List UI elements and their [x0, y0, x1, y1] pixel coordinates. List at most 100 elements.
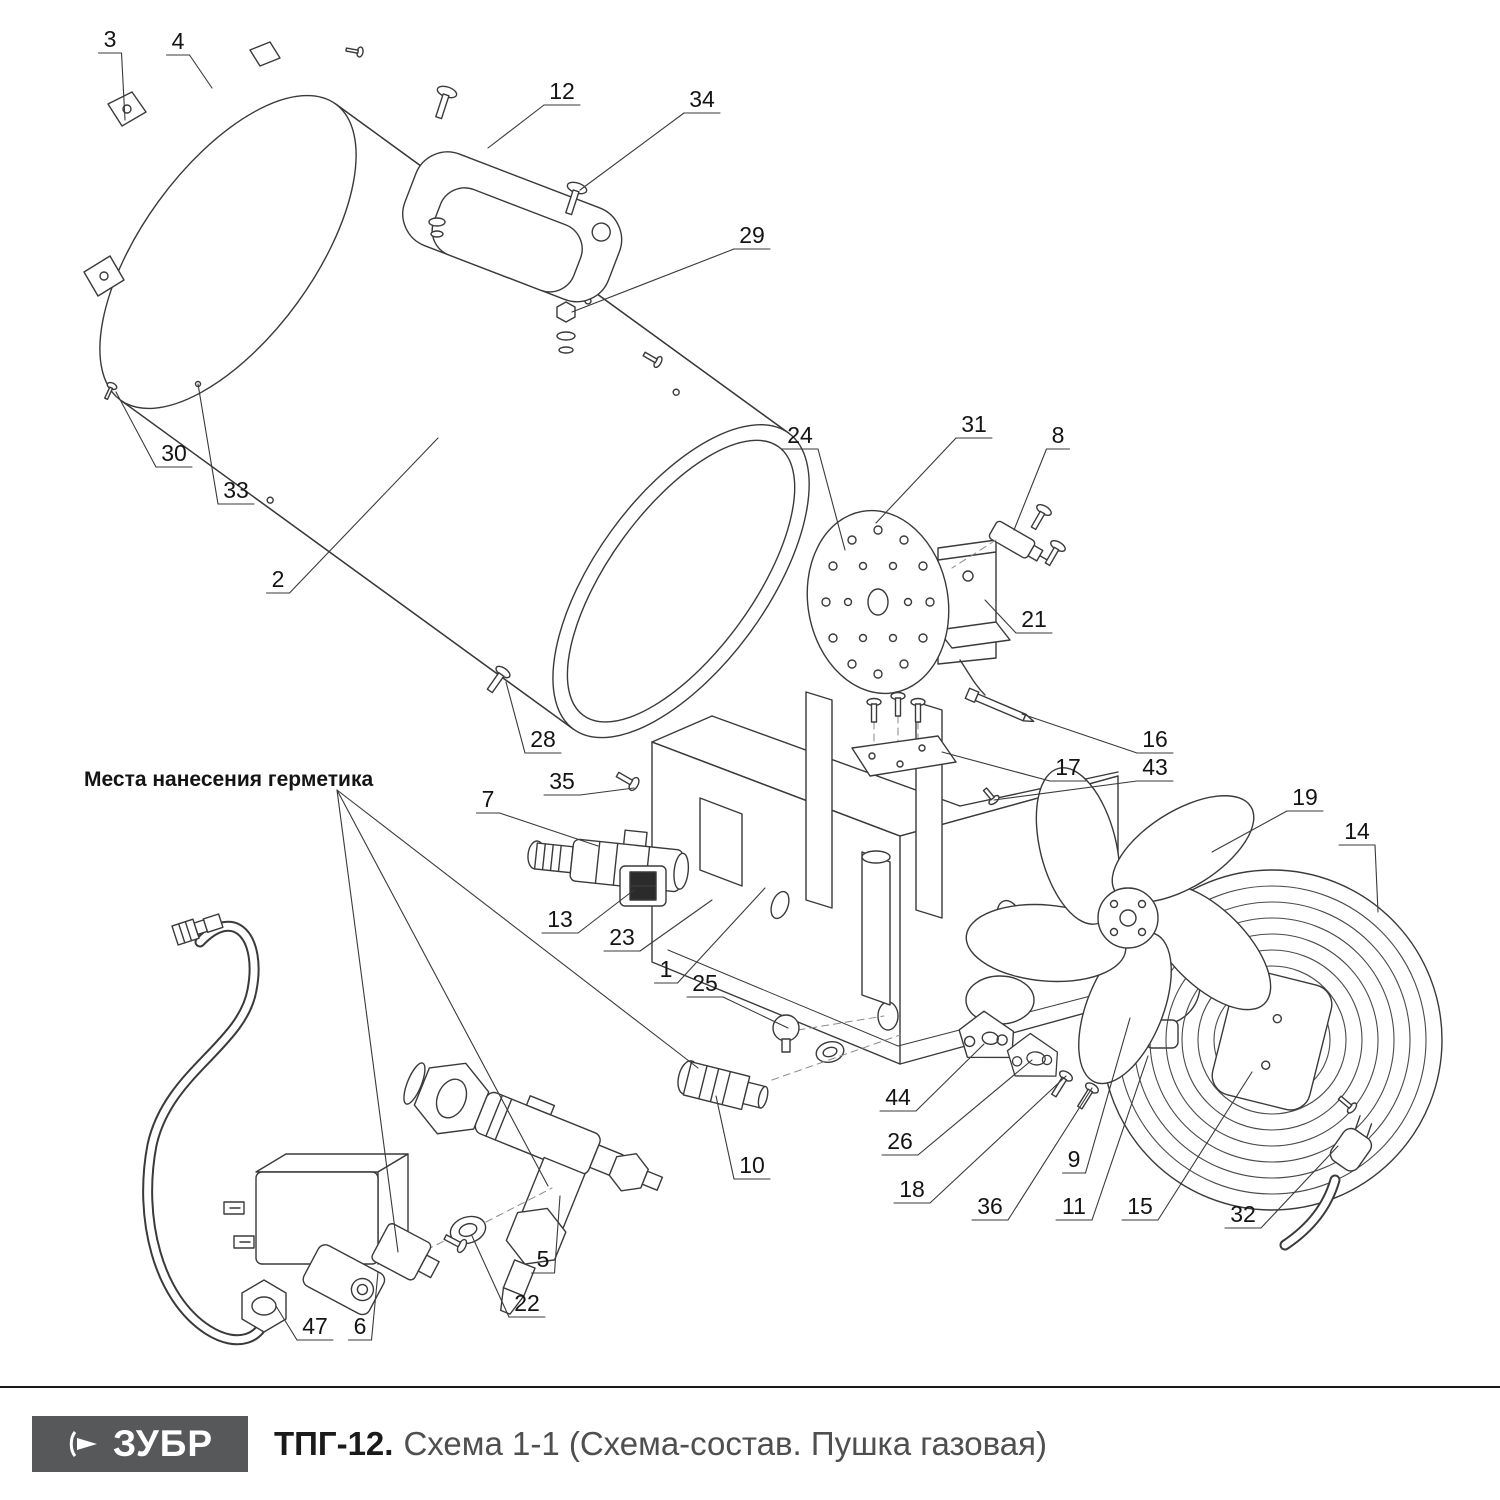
mount-bracket-top: [107, 91, 147, 127]
svg-text:23: 23: [609, 924, 635, 950]
igniter-screw-a: [1030, 504, 1052, 531]
burner-mount-plate-17: [851, 691, 957, 777]
callout-14: 14: [1338, 818, 1379, 913]
callout-8: 8: [1013, 422, 1071, 531]
svg-text:18: 18: [899, 1176, 925, 1202]
svg-text:16: 16: [1142, 726, 1168, 752]
callout-5: 5: [530, 1195, 561, 1274]
gas-valve-block-5: [403, 1062, 664, 1315]
handle-nut-left: [428, 217, 446, 238]
svg-text:5: 5: [537, 1246, 550, 1272]
outlet-flange-44: [958, 1010, 1015, 1059]
callout-9: 9: [1061, 1017, 1131, 1174]
callout-36: 36: [971, 1087, 1093, 1221]
svg-text:25: 25: [692, 970, 718, 996]
footer-subtitle: Схема 1-1 (Схема-состав. Пушка газовая): [403, 1425, 1048, 1462]
callout-47: 47: [275, 1305, 334, 1341]
screw-30: [104, 381, 118, 401]
callout-21: 21: [984, 599, 1053, 634]
screw-28: [486, 665, 511, 694]
zubr-logo-text: ЗУБР: [112, 1423, 214, 1464]
svg-text:35: 35: [549, 768, 575, 794]
igniter-screw-b: [1044, 540, 1066, 567]
footer: ЗУБР ТПГ-12.Схема 1-1 (Схема-состав. Пуш…: [0, 1386, 1500, 1500]
callout-34: 34: [579, 86, 721, 191]
svg-text:32: 32: [1230, 1201, 1256, 1227]
callout-16: 16: [1021, 713, 1174, 754]
svg-text:9: 9: [1068, 1146, 1081, 1172]
svg-text:44: 44: [885, 1084, 911, 1110]
svg-text:13: 13: [547, 906, 573, 932]
callout-28: 28: [505, 681, 562, 754]
gas-fitting-10: [677, 1060, 769, 1111]
callout-29: 29: [571, 222, 771, 313]
igniter-8: [988, 520, 1050, 562]
callout-7: 7: [475, 786, 599, 847]
callout-22: 22: [471, 1235, 546, 1318]
callout-17: 17: [941, 751, 1087, 782]
callout-2: 2: [265, 437, 439, 594]
callout-24: 24: [781, 422, 846, 551]
callout-4: 4: [165, 28, 213, 89]
top-tab: [249, 41, 281, 67]
svg-text:7: 7: [482, 786, 495, 812]
power-switch-13: [619, 865, 667, 907]
callout-23: 23: [603, 899, 713, 952]
mount-bracket-bottom: [83, 255, 125, 297]
svg-text:26: 26: [887, 1128, 913, 1154]
callout-13: 13: [541, 889, 635, 934]
callout-19: 19: [1211, 784, 1324, 853]
plug-button-25: [772, 1014, 800, 1053]
callout-6: 6: [347, 1271, 379, 1341]
callout-10: 10: [715, 1095, 771, 1180]
svg-text:17: 17: [1055, 754, 1081, 780]
burner-assembly: [806, 509, 1011, 695]
handle-screw-left: [435, 85, 458, 120]
screw-body: [642, 351, 663, 369]
nut-29: [556, 301, 576, 354]
svg-text:4: 4: [172, 28, 185, 54]
callout-35: 35: [543, 768, 635, 796]
callout-12: 12: [487, 78, 581, 149]
footer-model: ТПГ-12.: [274, 1425, 394, 1462]
sealant-annotation: Места нанесения герметика: [84, 768, 373, 791]
svg-text:15: 15: [1127, 1193, 1153, 1219]
fan-impeller-19: [965, 767, 1272, 1085]
svg-text:31: 31: [961, 411, 987, 437]
svg-text:30: 30: [161, 440, 187, 466]
carry-handle: [402, 151, 623, 303]
svg-text:3: 3: [104, 26, 117, 52]
callout-31: 31: [875, 411, 993, 524]
screw-top: [345, 46, 364, 58]
callout-33: 33: [197, 383, 255, 505]
svg-text:29: 29: [739, 222, 765, 248]
hose-nut-47: [241, 1279, 287, 1333]
gasket-26: [1006, 1032, 1059, 1077]
svg-text:36: 36: [977, 1193, 1003, 1219]
svg-text:8: 8: [1052, 422, 1065, 448]
exploded-view-diagram: Места нанесения герметика 34123429303322…: [83, 26, 1443, 1346]
svg-text:6: 6: [354, 1313, 367, 1339]
hose-fitting: [171, 913, 224, 946]
svg-text:47: 47: [302, 1313, 328, 1339]
svg-text:22: 22: [514, 1290, 540, 1316]
svg-text:34: 34: [689, 86, 715, 112]
callout-18: 18: [893, 1075, 1067, 1204]
washer-22: [449, 1215, 487, 1245]
solenoid-valve-6: [223, 1153, 468, 1316]
svg-text:33: 33: [223, 477, 249, 503]
callout-26: 26: [881, 1059, 1033, 1156]
callout-32: 32: [1224, 1145, 1339, 1229]
svg-text:12: 12: [549, 78, 575, 104]
gas-hose: [142, 913, 272, 1346]
callout-44: 44: [879, 1043, 985, 1112]
callout-43: 43: [993, 754, 1174, 801]
zubr-logo-arrow-icon: [69, 1431, 97, 1457]
sealant-leader-lines: [336, 789, 699, 1253]
screw-35: [615, 771, 640, 792]
heater-body-cylinder: [99, 94, 810, 739]
callout-1: 1: [653, 887, 766, 984]
zubr-logo: ЗУБР: [32, 1416, 248, 1472]
